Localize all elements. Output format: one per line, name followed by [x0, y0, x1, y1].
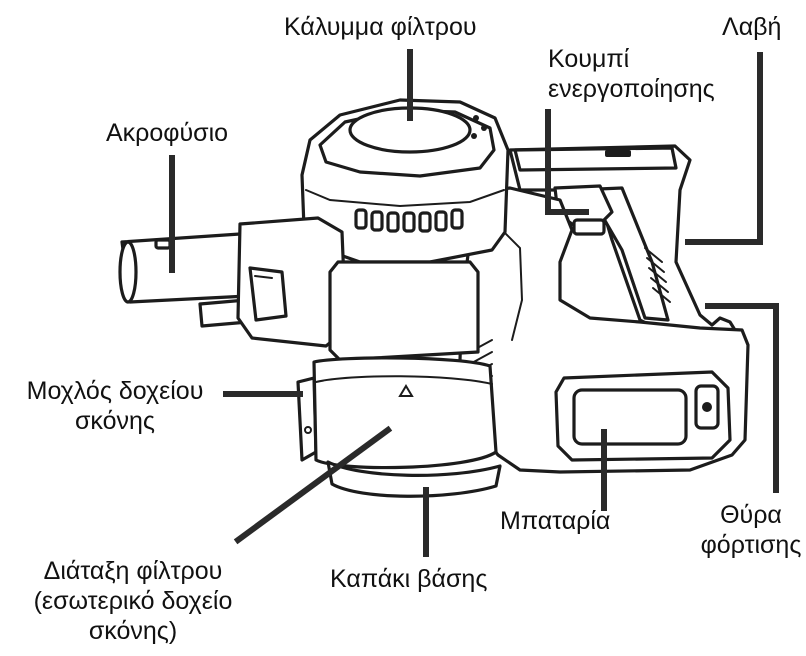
- base-cover: [326, 460, 502, 498]
- handle-switch-icon: [605, 150, 631, 157]
- label-charging-port-line2: φόρτισης: [700, 531, 802, 559]
- label-base-cover: Καπάκι βάσης: [330, 564, 487, 594]
- nozzle: [118, 232, 250, 328]
- label-battery-text: Μπαταρία: [500, 507, 611, 535]
- leader-handle: [685, 52, 763, 245]
- label-nozzle: Ακροφύσιο: [106, 118, 228, 148]
- label-filter-cover-text: Κάλυμμα φίλτρου: [284, 13, 477, 41]
- label-handle-text: Λαβή: [722, 13, 782, 41]
- label-battery: Μπαταρία: [500, 506, 610, 536]
- label-power-button: Κουμπί ενεργοποίησης: [548, 44, 715, 104]
- filter-vent-slots: [354, 208, 464, 233]
- filter-housing: [300, 98, 510, 264]
- label-filter-assembly-line2: (εσωτερικό δοχείο: [33, 587, 233, 615]
- label-base-cover-text: Καπάκι βάσης: [330, 565, 488, 593]
- label-filter-assembly: Διάταξη φίλτρου (εσωτερικό δοχείο σκόνης…: [8, 556, 258, 646]
- leader-filter-assembly: [233, 425, 393, 545]
- leader-power-button: [545, 109, 589, 215]
- handle: [508, 144, 740, 352]
- filter-assembly: [312, 356, 498, 470]
- label-dust-lever-line1: Μοχλός δοχείου: [26, 377, 204, 405]
- charging-port-icon: [702, 402, 712, 412]
- label-charging-port: Θύρα φόρτισης: [700, 500, 802, 560]
- label-filter-cover: Κάλυμμα φίλτρου: [284, 12, 477, 42]
- label-dust-lever: Μοχλός δοχείου σκόνης: [6, 376, 224, 436]
- label-handle: Λαβή: [722, 12, 781, 42]
- leader-charging-port: [705, 303, 779, 493]
- label-nozzle-text: Ακροφύσιο: [106, 119, 229, 147]
- label-filter-assembly-line3: σκόνης): [88, 617, 178, 645]
- label-power-button-line2: ενεργοποίησης: [548, 75, 715, 103]
- label-charging-port-line1: Θύρα: [720, 501, 782, 529]
- battery: [554, 370, 732, 462]
- label-dust-lever-line2: σκόνης: [75, 407, 155, 435]
- handle-grip-ridges: [644, 247, 671, 303]
- label-filter-assembly-line1: Διάταξη φίλτρου: [43, 557, 223, 585]
- dust-container: [328, 260, 480, 368]
- label-power-button-line1: Κουμπί: [548, 45, 630, 73]
- leader-lines: [169, 49, 779, 557]
- filter-release-dots: [471, 115, 487, 139]
